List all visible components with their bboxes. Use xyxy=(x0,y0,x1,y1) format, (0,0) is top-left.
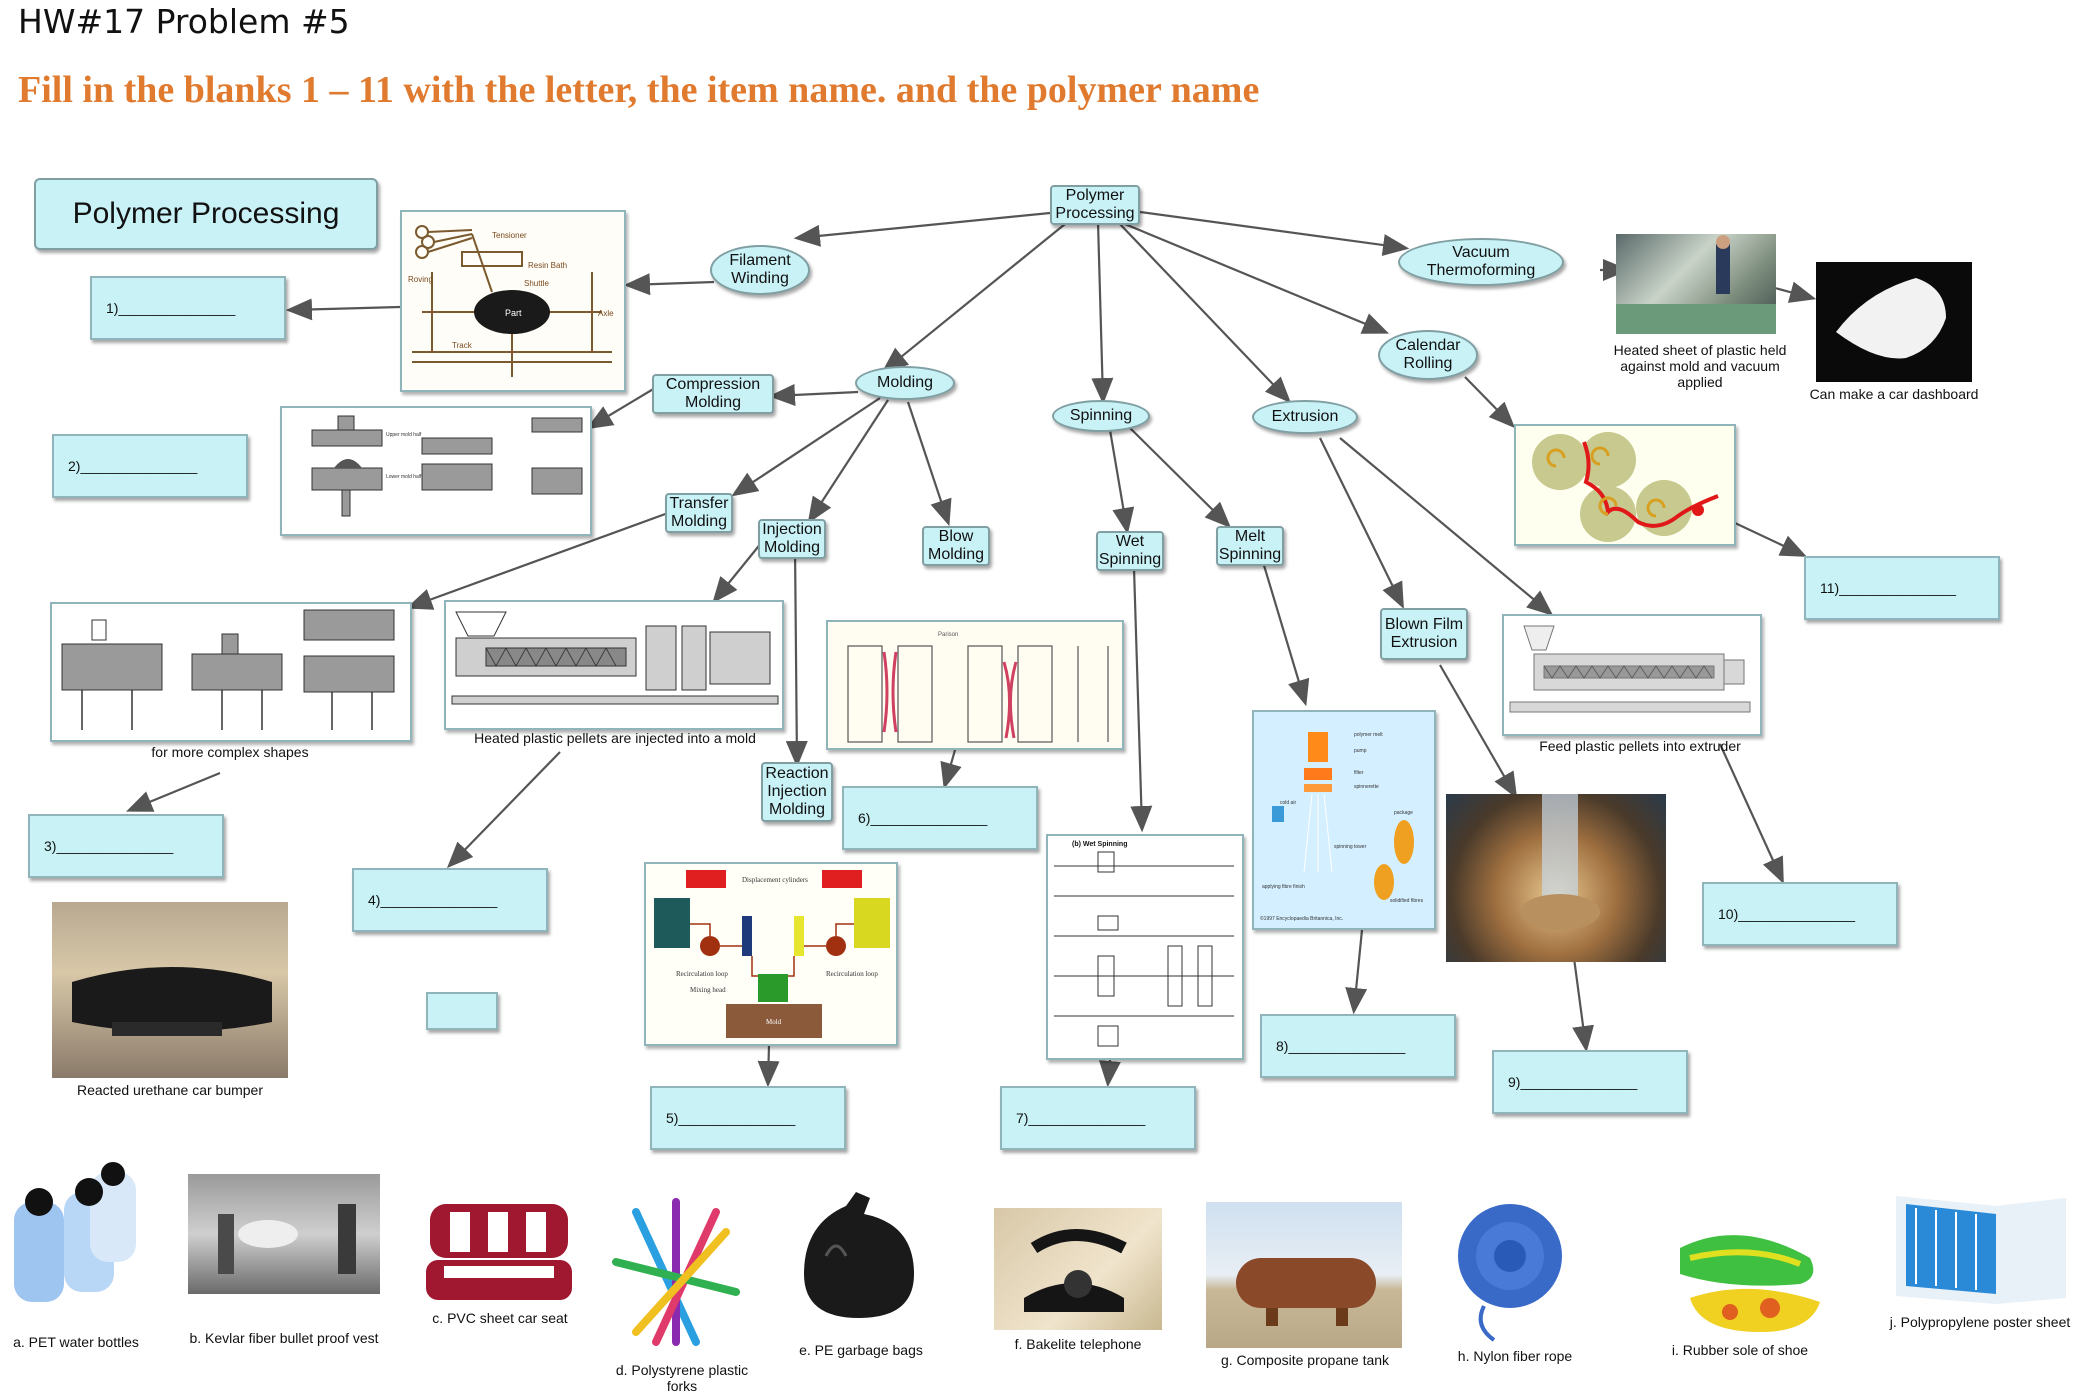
label-spinnerette: spinnerette xyxy=(1354,784,1379,790)
item-h-image xyxy=(1444,1196,1572,1342)
label-package: package xyxy=(1394,810,1413,816)
blank-11[interactable]: 11)_______________ xyxy=(1804,556,2000,620)
label-solidified-fibres: solidified fibres xyxy=(1390,898,1424,904)
node-spinning: Spinning xyxy=(1052,400,1150,432)
svg-text:Upper mold half: Upper mold half xyxy=(386,432,422,438)
label-shuttle: Shuttle xyxy=(524,279,549,288)
car-dashboard-photo xyxy=(1816,262,1972,382)
label-axle: Axle xyxy=(598,309,614,318)
item-a-image xyxy=(4,1162,148,1324)
label-mixing-head: Mixing head xyxy=(690,986,726,994)
label-fibre-finish: applying fibre finish xyxy=(1262,884,1305,890)
caption-extruder: Feed plastic pellets into extruder xyxy=(1539,738,1741,754)
item-j-image xyxy=(1886,1186,2072,1310)
node-injection-molding: Injection Molding xyxy=(758,519,826,559)
blank-extra[interactable] xyxy=(426,992,498,1030)
label-pump: pump xyxy=(1354,748,1367,754)
blank-6[interactable]: 6)_______________ xyxy=(842,786,1038,850)
blown-film-photo xyxy=(1446,794,1666,962)
wet-spinning-diagram: (b) Wet Spinning xyxy=(1046,834,1244,1060)
label-displacement: Displacement cylinders xyxy=(742,876,808,884)
blank-3[interactable]: 3)_______________ xyxy=(28,814,224,878)
label-parison: Parison xyxy=(938,632,958,638)
label-mold: Mold xyxy=(766,1018,782,1026)
blank-1[interactable]: 1)_______________ xyxy=(90,276,286,340)
item-g-image xyxy=(1206,1202,1402,1348)
label-roving: Roving xyxy=(408,275,433,284)
item-b-caption: b. Kevlar fiber bullet proof vest xyxy=(189,1330,379,1346)
item-j-caption: j. Polypropylene poster sheet xyxy=(1889,1314,2071,1330)
label-polymer-melt: polymer melt xyxy=(1354,732,1383,738)
polymer-processing-header: Polymer Processing xyxy=(34,178,378,250)
label-track: Track xyxy=(452,341,473,350)
node-reaction-injection-molding: Reaction Injection Molding xyxy=(761,762,833,822)
node-extrusion: Extrusion xyxy=(1252,400,1358,434)
caption-transfer: for more complex shapes xyxy=(151,744,309,760)
item-d-caption: d. Polystyrene plastic forks xyxy=(615,1362,749,1394)
label-cold-air: cold air xyxy=(1280,800,1296,806)
vacuum-thermoforming-photo xyxy=(1616,234,1776,334)
injection-molding-diagram xyxy=(444,600,784,730)
melt-spinning-diagram: polymer melt pump filter spinnerette col… xyxy=(1252,710,1436,930)
caption-dashboard: Can make a car dashboard xyxy=(1809,386,1979,402)
blank-2[interactable]: 2)_______________ xyxy=(52,434,248,498)
item-d-image xyxy=(606,1192,746,1360)
node-polymer-processing: Polymer Processing xyxy=(1050,185,1140,225)
filament-winding-diagram: Part Tensioner Resin Bath Roving Shuttle… xyxy=(400,210,626,392)
item-i-caption: i. Rubber sole of shoe xyxy=(1671,1342,1809,1358)
blank-4[interactable]: 4)_______________ xyxy=(352,868,548,932)
item-c-caption: c. PVC sheet car seat xyxy=(432,1310,568,1326)
label-part: Part xyxy=(505,308,522,318)
node-calendar-rolling: Calendar Rolling xyxy=(1378,330,1478,380)
node-melt-spinning: Melt Spinning xyxy=(1216,526,1284,566)
transfer-molding-diagram xyxy=(50,602,412,742)
blank-5[interactable]: 5)_______________ xyxy=(650,1086,846,1150)
label-wet-spinning-title: (b) Wet Spinning xyxy=(1072,841,1127,848)
item-e-caption: e. PE garbage bags xyxy=(799,1342,923,1358)
node-filament-winding: Filament Winding xyxy=(710,245,810,295)
label-recirc-right: Recirculation loop xyxy=(826,970,878,978)
blank-10[interactable]: 10)_______________ xyxy=(1702,882,1898,946)
node-molding: Molding xyxy=(855,366,955,400)
item-i-image xyxy=(1650,1208,1842,1338)
item-h-caption: h. Nylon fiber rope xyxy=(1457,1348,1573,1364)
reaction-injection-diagram: Displacement cylinders Recirculation loo… xyxy=(644,862,898,1046)
item-c-image xyxy=(416,1190,582,1308)
page-title: HW#17 Problem #5 xyxy=(18,2,350,41)
blank-9[interactable]: 9)_______________ xyxy=(1492,1050,1688,1114)
instruction-text: Fill in the blanks 1 – 11 with the lette… xyxy=(18,69,1260,111)
label-recirc-left: Recirculation loop xyxy=(676,970,728,978)
node-wet-spinning: Wet Spinning xyxy=(1096,531,1164,571)
node-vacuum-thermoforming: Vacuum Thermoforming xyxy=(1398,238,1564,286)
node-transfer-molding: Transfer Molding xyxy=(665,493,733,533)
caption-vacuum: Heated sheet of plastic held against mol… xyxy=(1613,342,1787,390)
label-resin-bath: Resin Bath xyxy=(528,261,567,270)
label-filter: filter xyxy=(1354,770,1364,776)
caption-bumper: Reacted urethane car bumper xyxy=(77,1082,263,1098)
blank-8[interactable]: 8)_______________ xyxy=(1260,1014,1456,1078)
label-copyright: ©1997 Encyclopaedia Britannica, Inc. xyxy=(1260,915,1343,922)
item-f-image xyxy=(994,1208,1162,1330)
label-spinning-tower: spinning tower xyxy=(1334,844,1367,850)
calendar-rolling-diagram xyxy=(1514,424,1736,546)
urethane-bumper-photo xyxy=(52,902,288,1078)
item-g-caption: g. Composite propane tank xyxy=(1220,1352,1390,1368)
caption-injection: Heated plastic pellets are injected into… xyxy=(474,730,756,746)
node-blown-film-extrusion: Blown Film Extrusion xyxy=(1380,608,1468,660)
label-tensioner: Tensioner xyxy=(492,231,527,240)
extruder-diagram xyxy=(1502,614,1762,736)
blow-molding-diagram: Parison xyxy=(826,620,1124,750)
item-b-image xyxy=(188,1174,380,1294)
item-f-caption: f. Bakelite telephone xyxy=(1014,1336,1142,1352)
node-compression-molding: Compression Molding xyxy=(652,374,774,414)
item-e-image xyxy=(796,1186,922,1324)
blank-7[interactable]: 7)_______________ xyxy=(1000,1086,1196,1150)
item-a-caption: a. PET water bottles xyxy=(13,1334,139,1350)
node-blow-molding: Blow Molding xyxy=(922,526,990,566)
svg-text:Lower mold half: Lower mold half xyxy=(386,474,422,480)
